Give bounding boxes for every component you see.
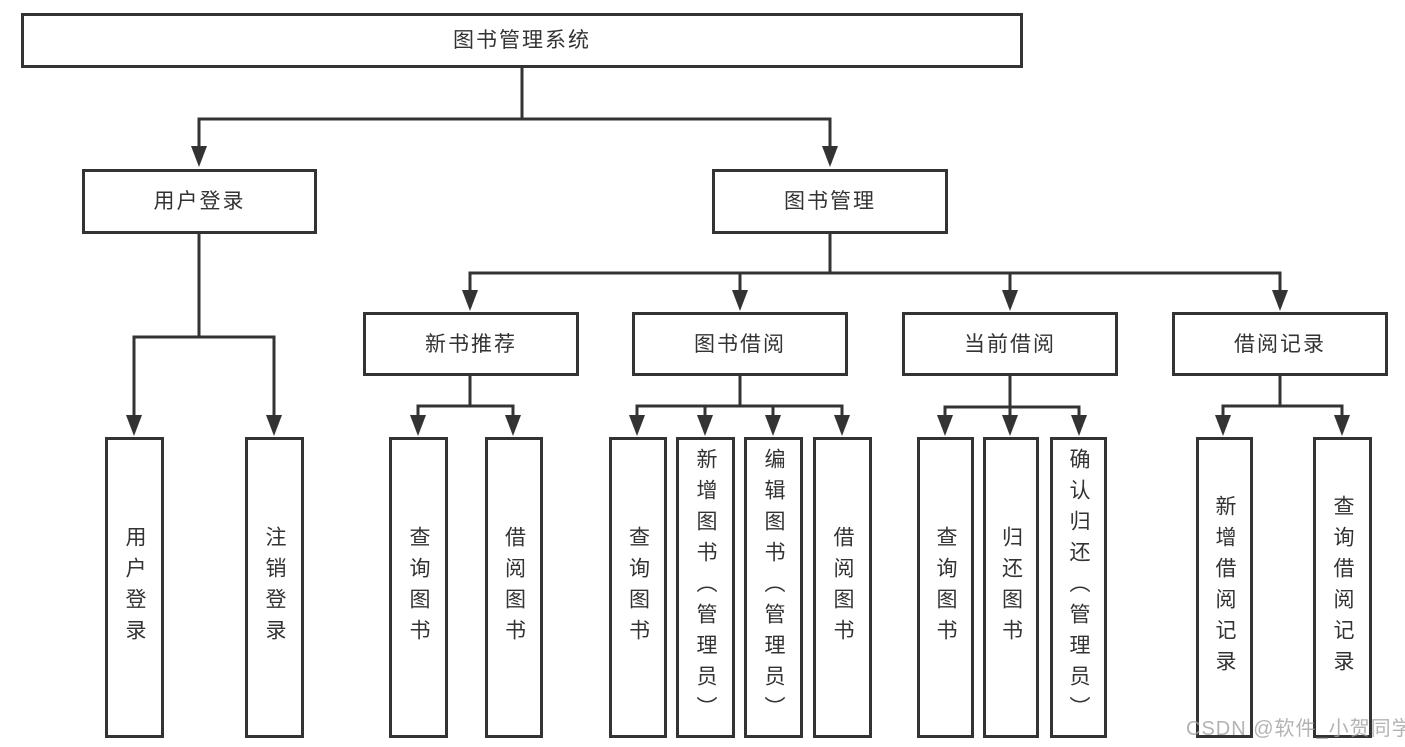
leaf-bb-query-book: 查询图书 [609,437,667,738]
node-user-login: 用户登录 [82,169,317,234]
arrowheads [126,146,1350,436]
leaf-user-login: 用户登录 [105,437,164,738]
leaf-bb-add-book-admin: 新增图书（管理员） [676,437,735,738]
leaf-br-add-record: 新增借阅记录 [1196,437,1253,738]
node-borrow-records: 借阅记录 [1172,312,1388,376]
leaf-cb-confirm-return-admin: 确认归还（管理员） [1050,437,1107,738]
leaf-br-query-record: 查询借阅记录 [1313,437,1372,738]
leaf-bb-borrow-book: 借阅图书 [813,437,872,738]
leaf-nb-borrow-book: 借阅图书 [485,437,543,738]
node-new-book-recommend: 新书推荐 [363,312,579,376]
node-book-management: 图书管理 [712,169,948,234]
csdn-watermark: CSDN @软件_小贺同学 [1186,718,1405,740]
leaf-cb-return-book: 归还图书 [983,437,1039,738]
leaf-logout: 注销登录 [245,437,304,738]
connector-stems [132,68,1344,417]
node-current-borrow: 当前借阅 [902,312,1118,376]
node-library-management-system: 图书管理系统 [21,13,1023,68]
leaf-bb-edit-book-admin: 编辑图书（管理员） [744,437,803,738]
node-book-borrow: 图书借阅 [632,312,848,376]
leaf-nb-query-book: 查询图书 [389,437,448,738]
leaf-cb-query-book: 查询图书 [917,437,974,738]
